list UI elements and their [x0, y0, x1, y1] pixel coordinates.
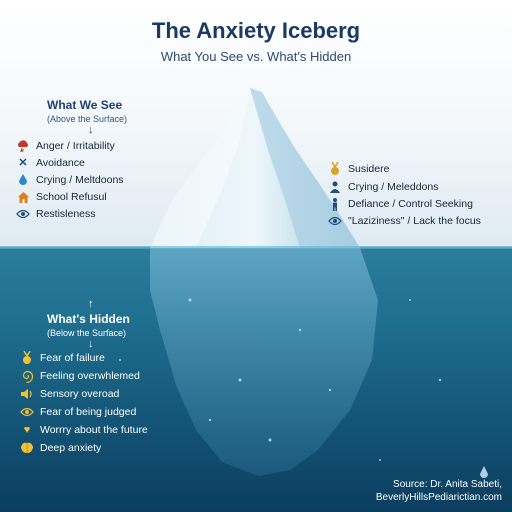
hidden-item-label: Sensory overoad — [40, 388, 120, 400]
heart-icon: ♥ — [23, 423, 31, 436]
hidden-item: Feeling overwhlemed — [20, 369, 140, 383]
hidden-item: Deep anxiety — [20, 441, 101, 455]
hidden-item-label: Fear of being judged — [40, 406, 137, 418]
see-item-label: Restisleness — [36, 208, 96, 220]
hidden-heading: What's Hidden — [47, 312, 130, 326]
eye-icon — [20, 405, 34, 419]
person-icon — [328, 180, 342, 194]
source-credit: Source: Dr. Anita Sabeti, BeverlyHillsPe… — [376, 478, 502, 504]
spiral-icon — [20, 369, 34, 383]
brain-icon — [20, 441, 34, 455]
see-item-label: Crying / Meltdoons — [36, 174, 124, 186]
crossed-x-icon: ✕ — [18, 156, 28, 169]
speaker-icon — [20, 387, 34, 401]
eye-icon — [16, 207, 30, 221]
hidden-item: ♥ Worrry about the future — [20, 423, 148, 437]
hidden-item: Fear of being judged — [20, 405, 136, 419]
see-item: ✕ Avoidance — [16, 156, 85, 170]
iceberg-underwater — [150, 248, 378, 476]
standing-person-icon — [328, 197, 342, 211]
see-right-item-label: Crying / Meleddons — [348, 181, 439, 193]
source-line-1: Source: Dr. Anita Sabeti, — [393, 479, 502, 490]
source-line-2: BeverlyHillsPediarictian.com — [375, 492, 502, 503]
see-item-label: School Refusul — [36, 191, 107, 203]
storm-cloud-icon — [16, 139, 30, 153]
water-drop-icon — [16, 173, 30, 187]
hidden-item: Fear of failure — [20, 351, 105, 365]
arrow-down-icon: ↓ — [88, 338, 94, 350]
medal-icon — [328, 162, 342, 176]
see-right-item-label: Susidere — [348, 163, 390, 175]
hidden-item-label: Worrry about the future — [40, 424, 148, 436]
see-item-label: Avoidance — [36, 157, 85, 169]
medal-icon — [20, 351, 34, 365]
page-subtitle: What You See vs. What's Hidden — [160, 49, 352, 64]
hidden-item: Sensory overoad — [20, 387, 119, 401]
see-right-item: Susidere — [328, 162, 389, 176]
see-right-item: "Laziziness" / Lack the focus — [328, 214, 481, 228]
see-right-item: Defiance / Control Seeking — [328, 197, 473, 211]
arrow-up-icon: ↑ — [88, 298, 94, 310]
eye-icon — [328, 214, 342, 228]
see-right-item-label: "Laziziness" / Lack the focus — [348, 215, 481, 227]
see-item: Restisleness — [16, 207, 96, 221]
see-right-item: Crying / Meleddons — [328, 180, 438, 194]
see-item: School Refusul — [16, 190, 107, 204]
hidden-item-label: Fear of failure — [40, 352, 105, 364]
hidden-subheading: (Below the Surface) — [47, 328, 127, 338]
see-subheading: (Above the Surface) — [47, 114, 128, 124]
see-item: Crying / Meltdoons — [16, 173, 124, 187]
page-title: The Anxiety Iceberg — [151, 18, 361, 43]
see-heading: What We See — [47, 98, 123, 112]
arrow-down-icon: ↓ — [88, 124, 94, 136]
hidden-item-label: Feeling overwhlemed — [40, 370, 140, 382]
see-item: Anger / Irritability — [16, 139, 115, 153]
school-house-icon — [16, 190, 30, 204]
hidden-item-label: Deep anxiety — [40, 442, 102, 454]
see-right-item-label: Defiance / Control Seeking — [348, 198, 473, 210]
see-item-label: Anger / Irritability — [36, 140, 115, 152]
